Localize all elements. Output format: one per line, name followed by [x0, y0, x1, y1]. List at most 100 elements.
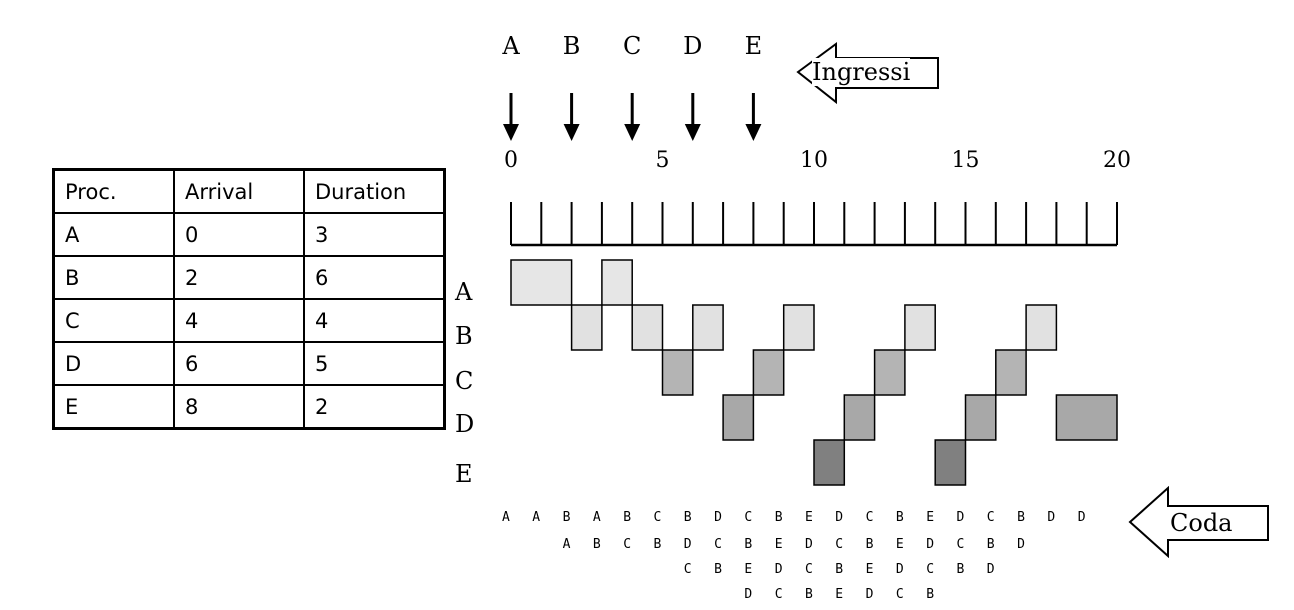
gantt-block-c — [995, 349, 1027, 396]
queue-item: D — [865, 587, 874, 602]
coda-label: Coda — [1170, 509, 1233, 537]
queue-item: C — [865, 510, 874, 525]
gantt-row-label-b: B — [455, 322, 473, 350]
table-row: C 4 4 — [52, 298, 446, 343]
table-cell: B — [52, 255, 175, 300]
table-cell: D — [52, 341, 175, 386]
queue-item: B — [986, 537, 995, 552]
queue-item: D — [835, 510, 844, 525]
queue-item: C — [956, 537, 965, 552]
coda-callout: Coda — [1128, 485, 1278, 559]
queue-item: D — [774, 562, 783, 577]
queue-item: D — [714, 510, 722, 525]
queue-item: B — [865, 537, 874, 552]
gantt-block-a — [601, 259, 633, 306]
gantt-row-label-c: C — [455, 367, 474, 395]
gantt-block-a — [510, 259, 573, 306]
queue-item: C — [774, 587, 783, 602]
arrival-label-b: B — [562, 32, 581, 60]
queue-item: D — [744, 587, 753, 602]
tick-label: 5 — [655, 148, 670, 173]
queue-item: D — [1017, 537, 1025, 552]
table-cell: 8 — [173, 384, 305, 430]
gantt-block-d — [1055, 394, 1118, 441]
table-cell: C — [52, 298, 175, 343]
table-cell: 4 — [303, 298, 446, 343]
queue-item: B — [623, 510, 632, 525]
gantt-block-e — [813, 439, 846, 486]
queue-item: C — [683, 562, 692, 577]
queue-item: D — [895, 562, 904, 577]
queue-item: E — [805, 510, 813, 525]
queue-item: B — [956, 562, 965, 577]
ingressi-callout: Ingressi — [796, 40, 946, 110]
queue-item: A — [502, 510, 510, 525]
queue-item: B — [683, 510, 692, 525]
queue-item: A — [562, 537, 571, 552]
tick-label: 20 — [1103, 148, 1131, 173]
queue-item: D — [683, 537, 692, 552]
gantt-block-b — [782, 304, 815, 351]
queue-item: B — [926, 587, 935, 602]
table-cell: 6 — [173, 341, 305, 386]
queue-item: C — [926, 562, 935, 577]
arrival-arrow-head — [745, 124, 762, 141]
queue-item: B — [562, 510, 571, 525]
queue-item: E — [744, 562, 753, 577]
arrival-arrow-head — [624, 124, 641, 141]
queue-item: C — [714, 537, 722, 552]
queue-item: D — [926, 537, 935, 552]
gantt-block-b — [570, 304, 603, 351]
gantt-row-label-e: E — [455, 460, 473, 488]
gantt-block-d — [964, 394, 997, 441]
queue-item: C — [895, 587, 904, 602]
queue-item: B — [744, 537, 753, 552]
queue-item: D — [805, 537, 813, 552]
table-cell: 3 — [303, 212, 446, 257]
gantt-block-b — [692, 304, 724, 351]
arrival-label-c: C — [623, 32, 642, 60]
queue-item: A — [532, 510, 541, 525]
tick-label: 15 — [951, 148, 980, 173]
queue-item: B — [653, 537, 662, 552]
table-row: E 8 2 — [52, 384, 446, 430]
queue-item: E — [926, 510, 935, 525]
table-cell: 0 — [173, 212, 305, 257]
table-cell: 6 — [303, 255, 446, 300]
queue-item: D — [986, 562, 995, 577]
queue-item: B — [835, 562, 844, 577]
table-row: B 2 6 — [52, 255, 446, 300]
gantt-block-d — [722, 394, 755, 441]
gantt-block-b — [904, 304, 936, 351]
queue-item: A — [592, 510, 601, 525]
table-header-proc: Proc. — [52, 168, 175, 214]
queue-item: B — [592, 537, 601, 552]
queue-item: E — [895, 537, 904, 552]
table-header-duration: Duration — [303, 168, 446, 214]
arrival-label-e: E — [744, 32, 763, 60]
queue-item: B — [1017, 510, 1025, 525]
tick-label: 0 — [504, 148, 518, 173]
gantt-block-c — [752, 349, 785, 396]
tick-label: 10 — [800, 148, 828, 173]
table-row: A 0 3 — [52, 212, 446, 257]
gantt-block-d — [843, 394, 876, 441]
arrival-arrow-head — [503, 124, 519, 141]
gantt-row-label-d: D — [455, 410, 475, 438]
ingressi-label: Ingressi — [812, 58, 911, 86]
table-row: D 6 5 — [52, 341, 446, 386]
gantt-block-c — [661, 349, 694, 396]
queue-item: E — [865, 562, 874, 577]
arrival-arrow-head — [684, 124, 701, 141]
arrival-label-a: A — [502, 32, 520, 60]
queue-item: C — [623, 537, 632, 552]
gantt-block-e — [934, 439, 967, 486]
arrival-arrow-head — [563, 124, 580, 141]
process-table: Proc. Arrival Duration A 0 3 B 2 6 C 4 4 — [52, 168, 446, 430]
queue-item: C — [653, 510, 662, 525]
queue-item: B — [774, 510, 783, 525]
queue-item: C — [744, 510, 753, 525]
table-cell: 2 — [303, 384, 446, 430]
table-cell: A — [52, 212, 175, 257]
